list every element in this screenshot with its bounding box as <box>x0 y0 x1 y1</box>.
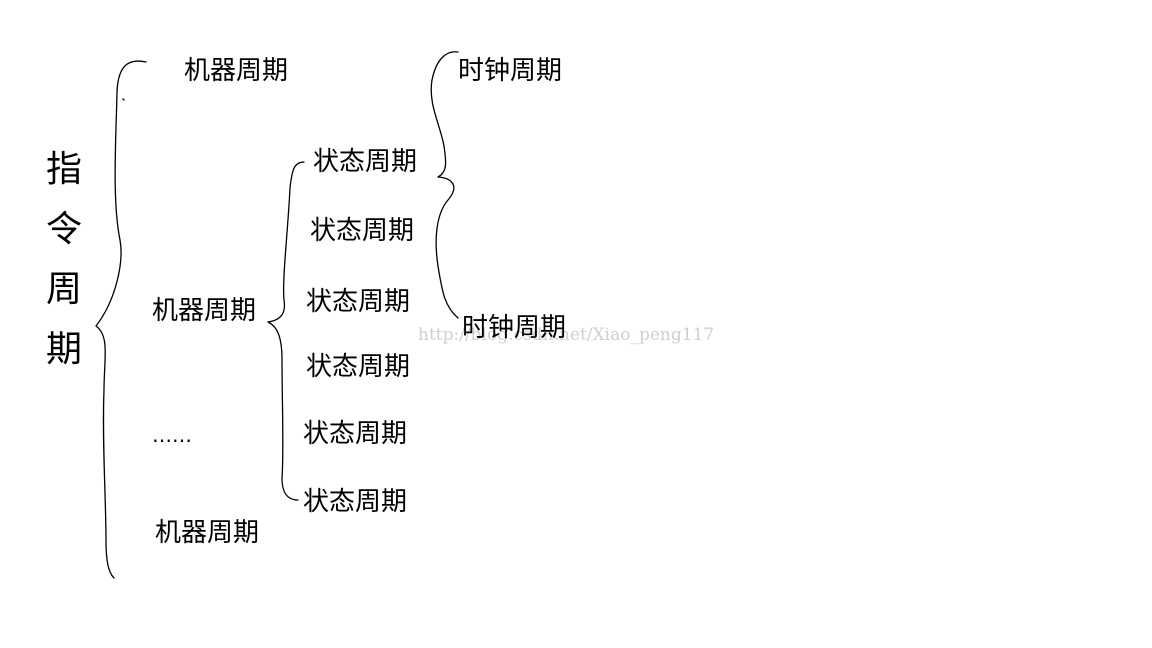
state-cycle-label: 状态周期 <box>306 287 411 317</box>
machine-cycle-label-1: 机器周期 <box>184 56 289 86</box>
machine-brace <box>267 161 305 501</box>
root-char: 周 <box>45 269 82 310</box>
state-cycle-label: 状态周期 <box>303 419 408 449</box>
state-cycle-label: 状态周期 <box>303 487 408 517</box>
instruction-brace <box>95 60 147 579</box>
state-brace <box>430 51 459 319</box>
ellipsis-label: …… <box>152 423 192 447</box>
instruction-brace-dot <box>122 98 125 101</box>
watermark-text: http://blog.csdn.net/Xiao_peng117 <box>418 325 715 345</box>
state-cycle-label: 状态周期 <box>306 352 411 382</box>
clock-cycle-label-2: 时钟周期 <box>462 313 567 343</box>
clock-cycle-label-1: 时钟周期 <box>458 56 563 86</box>
state-cycle-label: 状态周期 <box>313 147 418 177</box>
machine-cycle-label-3: 机器周期 <box>155 518 260 548</box>
instruction-cycle-label: 指 令 周 期 <box>44 140 84 380</box>
machine-cycle-label-2: 机器周期 <box>152 296 257 326</box>
state-cycle-label: 状态周期 <box>310 216 415 246</box>
root-char: 令 <box>45 209 82 250</box>
root-char: 期 <box>45 329 82 370</box>
root-char: 指 <box>45 149 82 190</box>
